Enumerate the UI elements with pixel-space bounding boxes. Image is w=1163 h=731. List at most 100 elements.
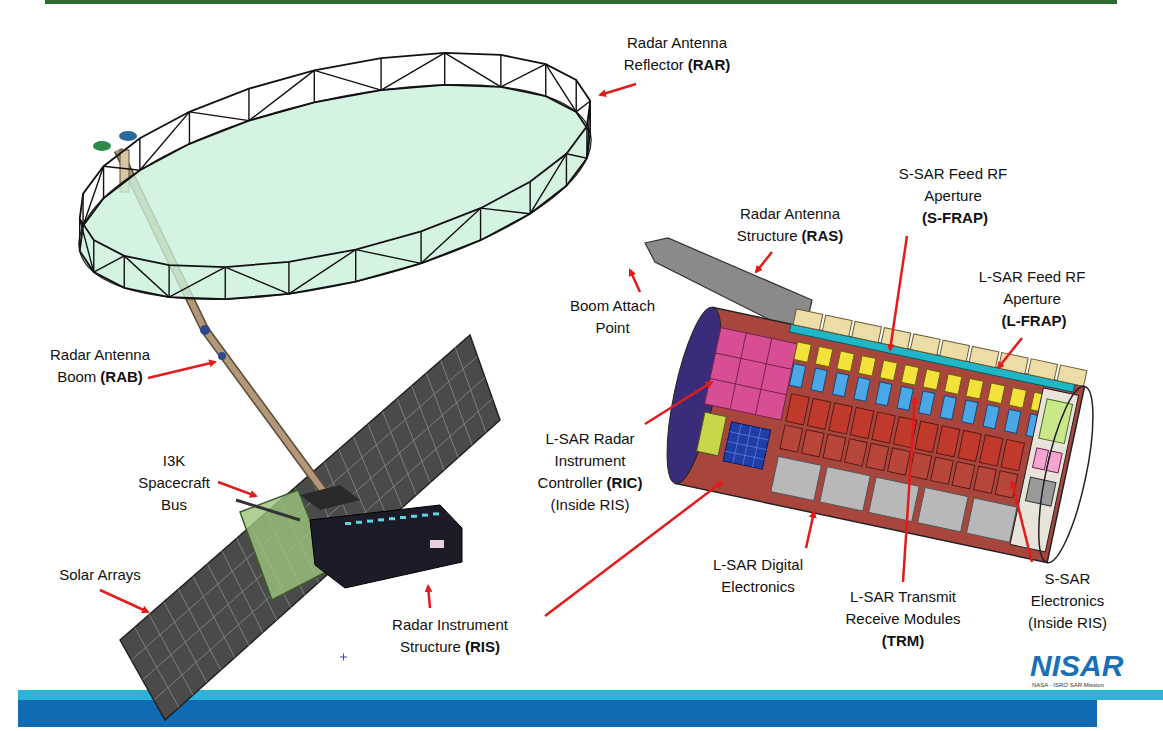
electronics-box — [780, 425, 803, 452]
electronics-box — [802, 430, 825, 457]
instrument-cutaway — [656, 288, 1108, 567]
part-name: L-SAR Feed RF Aperture — [979, 268, 1086, 307]
abbreviation: (RAR) — [688, 54, 731, 76]
truss-strut — [356, 250, 421, 264]
truss-strut — [566, 154, 587, 158]
electronics-box — [845, 439, 868, 466]
top-rule — [45, 0, 1117, 4]
truss-strut — [421, 208, 481, 263]
trm-module — [897, 386, 913, 410]
abbreviation: (RIS) — [465, 636, 500, 658]
truss-strut — [545, 64, 546, 96]
truss-strut — [169, 267, 225, 297]
digital-box — [771, 456, 822, 500]
trm-module — [1005, 409, 1021, 433]
electronics-box — [1001, 439, 1024, 470]
abbreviation: (S-FRAP) — [922, 207, 988, 229]
electronics-box — [931, 457, 954, 484]
trm-module — [988, 383, 1005, 404]
digital-box — [966, 498, 1017, 542]
electronics-box — [850, 407, 873, 438]
feed-panel — [910, 334, 940, 355]
trm-module — [789, 364, 805, 388]
panel-grid — [725, 451, 764, 459]
trm-module — [815, 346, 832, 367]
ssar-box — [1033, 448, 1049, 470]
instrument-light — [345, 522, 351, 525]
callout-label: Radar Antenna Structure(RAS) — [725, 203, 855, 247]
part-name: S-SAR Feed RF Aperture — [899, 165, 1007, 204]
abbreviation: (TRM) — [828, 630, 978, 652]
feed-panel — [793, 309, 823, 330]
trm-module — [858, 356, 875, 377]
feed-panel — [940, 340, 970, 361]
instrument-light — [367, 520, 373, 523]
truss-strut — [314, 70, 381, 90]
leader-lines — [100, 84, 1032, 616]
reflector-mesh — [59, 43, 611, 340]
abbreviation: (RAS) — [802, 225, 844, 247]
truss-strut — [140, 112, 190, 170]
callout-label: Boom Attach Point — [555, 295, 670, 339]
solar-array — [120, 335, 500, 720]
truss-strut — [355, 250, 356, 282]
trm-module — [962, 400, 978, 424]
trm-module — [854, 377, 870, 401]
truss-strut — [288, 262, 289, 294]
array-yoke — [236, 500, 300, 520]
mechanism — [119, 131, 137, 141]
electronics-box — [958, 430, 981, 461]
electronics-box — [952, 462, 975, 489]
trm-module — [811, 368, 827, 392]
panel — [723, 422, 770, 469]
electronics-box — [936, 426, 959, 457]
panel-grid — [753, 428, 761, 467]
part-name: L-SAR Digital Electronics — [713, 556, 803, 595]
leader-line — [890, 236, 907, 350]
trm-module — [919, 391, 935, 415]
electronics-box — [915, 421, 938, 452]
truss-strut — [381, 53, 445, 90]
instrument-light — [389, 517, 395, 520]
electronics-box — [823, 434, 846, 461]
electronics-box — [909, 452, 932, 479]
truss-strut — [103, 166, 104, 198]
digital-box — [820, 467, 871, 511]
trm-module — [901, 365, 918, 386]
truss-strut — [249, 70, 314, 120]
callout-label: I3K Spacecraft Bus — [134, 450, 214, 516]
instrument-details — [345, 512, 444, 548]
feed-panel — [1028, 359, 1058, 380]
panel-grid — [727, 441, 766, 449]
panel-grid — [131, 356, 477, 660]
leader-line — [100, 590, 148, 612]
leader-line — [600, 84, 636, 95]
instrument-light — [411, 515, 417, 518]
truss-strut — [225, 267, 289, 294]
digital-box — [918, 488, 969, 532]
truss-strut — [248, 89, 249, 121]
truss-strut — [587, 101, 590, 158]
electronics-box — [888, 448, 911, 475]
truss-strut — [225, 267, 226, 299]
controller-block — [705, 328, 798, 421]
electronics-box — [872, 412, 895, 443]
truss-strut — [168, 265, 169, 297]
spacecraft-bus — [236, 485, 462, 600]
leader-line — [645, 382, 712, 424]
truss-strut — [189, 112, 249, 121]
leader-line — [998, 338, 1022, 368]
truss-strut — [576, 80, 577, 112]
trm-module — [875, 382, 891, 406]
truss-strut — [82, 194, 83, 226]
callout-label: L-SAR Transmit Receive Modules(TRM) — [828, 586, 978, 652]
abbreviation: (RAB) — [100, 366, 143, 388]
logo-subtitle: NASA - ISRO SAR Mission — [1032, 682, 1104, 689]
trm-module — [983, 405, 999, 429]
instrument-light — [378, 518, 384, 521]
solar-panel — [120, 335, 500, 720]
part-name: S-SAR Electronics (Inside RIS) — [1028, 570, 1107, 631]
truss-strut — [576, 101, 590, 112]
panel — [697, 412, 727, 456]
feed-panel — [1057, 365, 1087, 386]
